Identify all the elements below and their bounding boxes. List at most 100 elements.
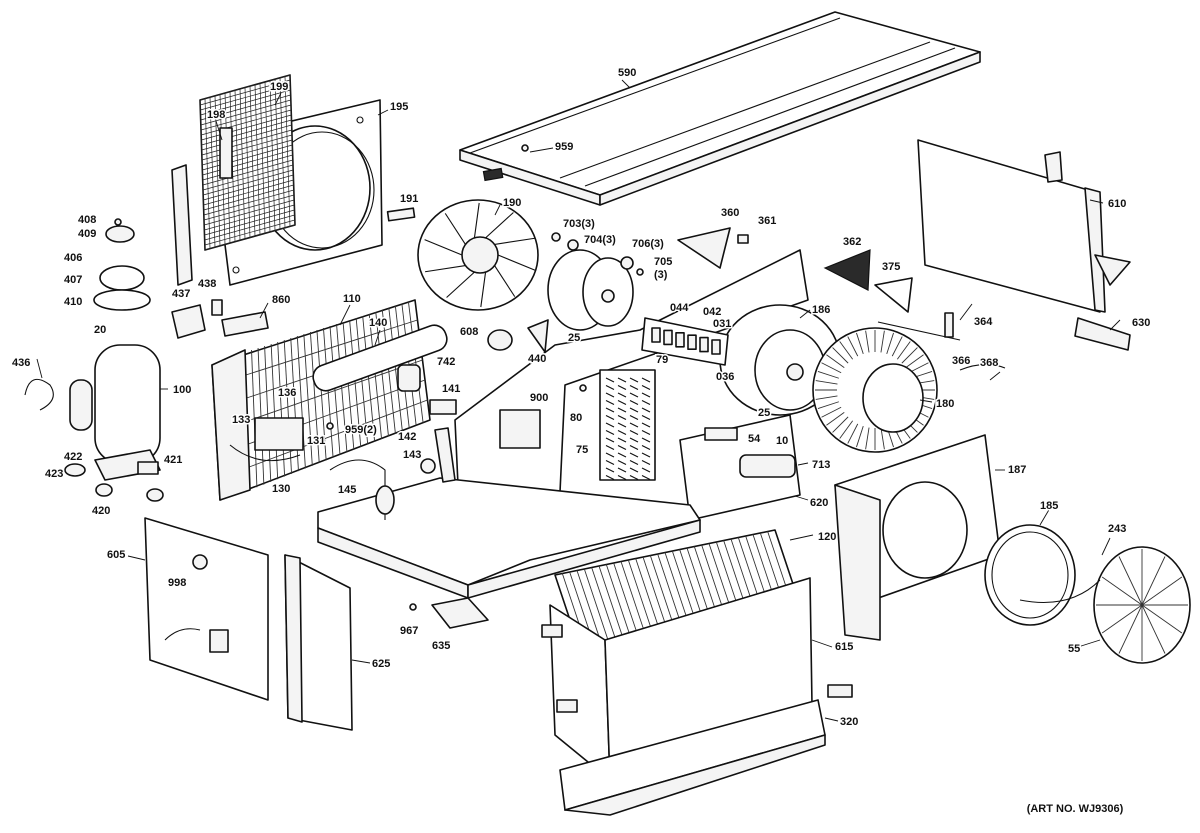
ring-185 — [984, 524, 1076, 626]
thermostat-608 — [487, 329, 513, 351]
label-959: 959 — [555, 141, 573, 153]
label-100: 100 — [173, 384, 191, 396]
label-044: 044 — [670, 302, 689, 314]
panel-625 — [284, 554, 353, 731]
label-141: 141 — [442, 383, 460, 395]
label-421: 421 — [164, 454, 182, 466]
bolt-191 — [386, 207, 416, 222]
heater-75 — [599, 369, 656, 481]
clip-141 — [429, 399, 457, 415]
label-25-top: 25 — [568, 332, 580, 344]
label-900: 900 — [530, 392, 548, 404]
part-143 — [420, 458, 436, 474]
label-440: 440 — [528, 353, 546, 365]
label-423: 423 — [45, 468, 63, 480]
blower-wheel-180 — [812, 327, 938, 453]
bracket-437-438 — [171, 299, 223, 339]
label-79: 79 — [656, 354, 668, 366]
top-cover-590 — [459, 11, 981, 206]
side-strip — [171, 164, 193, 286]
screws-703-704-706 — [551, 232, 644, 276]
label-437: 437 — [172, 288, 190, 300]
label-195: 195 — [390, 101, 408, 113]
part-labels: 590 959 199 198 195 610 191 190 703(3) 7… — [11, 66, 1152, 730]
label-25-mid: 25 — [758, 407, 770, 419]
label-610: 610 — [1108, 198, 1126, 210]
bracket-635 — [431, 597, 489, 629]
blower-panel-187 — [834, 434, 1001, 641]
label-185: 185 — [1040, 500, 1058, 512]
base-pan — [317, 477, 701, 599]
bracket-360 — [677, 227, 731, 269]
label-368: 368 — [980, 357, 998, 369]
label-742: 742 — [437, 356, 455, 368]
label-191: 191 — [400, 193, 418, 205]
fan-motor-25 — [547, 249, 634, 331]
label-706: 706(3) — [632, 238, 664, 250]
label-036: 036 — [716, 371, 734, 383]
label-407: 407 — [64, 274, 82, 286]
label-120: 120 — [818, 531, 836, 543]
cord-436 — [24, 378, 54, 411]
label-364: 364 — [974, 316, 993, 328]
label-362: 362 — [843, 236, 861, 248]
label-705-qty: (3) — [654, 269, 668, 281]
label-243: 243 — [1108, 523, 1126, 535]
evaporator-120 — [554, 529, 796, 651]
tubing-145 — [329, 459, 395, 520]
label-186: 186 — [812, 304, 830, 316]
label-590: 590 — [618, 67, 636, 79]
block-860 — [221, 311, 269, 337]
label-959-2: 959(2) — [345, 424, 377, 436]
label-20: 20 — [94, 324, 106, 336]
label-130: 130 — [272, 483, 290, 495]
label-75: 75 — [576, 444, 588, 456]
control-box-620 — [679, 414, 801, 521]
label-605: 605 — [107, 549, 125, 561]
label-042: 042 — [703, 306, 721, 318]
screen-mesh-199 — [199, 74, 296, 251]
frame-615 — [541, 577, 853, 781]
label-436: 436 — [12, 357, 30, 369]
label-967: 967 — [400, 625, 418, 637]
label-375: 375 — [882, 261, 900, 273]
accumulator-140 — [312, 324, 448, 392]
bracket-142 — [434, 427, 456, 483]
side-panel-610 — [917, 139, 1131, 351]
label-408: 408 — [78, 214, 96, 226]
label-136: 136 — [278, 387, 296, 399]
panel-605 — [144, 517, 269, 701]
switch-block-044 — [641, 317, 729, 366]
label-031: 031 — [713, 318, 731, 330]
label-438: 438 — [198, 278, 216, 290]
filter-362 — [823, 249, 871, 291]
label-10: 10 — [776, 435, 788, 447]
label-320: 320 — [840, 716, 858, 728]
blower-housing-186 — [719, 304, 841, 416]
label-608: 608 — [460, 326, 478, 338]
label-615: 615 — [835, 641, 853, 653]
label-998: 998 — [168, 577, 186, 589]
misc-hardware — [326, 144, 1006, 611]
compressor-100 — [69, 344, 161, 481]
label-409: 409 — [78, 228, 96, 240]
label-198: 198 — [207, 109, 225, 121]
label-80: 80 — [570, 412, 582, 424]
filter-320 — [559, 699, 826, 816]
label-190: 190 — [503, 197, 521, 209]
label-54: 54 — [748, 433, 761, 445]
label-143: 143 — [403, 449, 421, 461]
label-55: 55 — [1068, 643, 1080, 655]
label-705: 705 — [654, 256, 672, 268]
label-142: 142 — [398, 431, 416, 443]
grille-55 — [1019, 546, 1191, 664]
label-140: 140 — [369, 317, 387, 329]
label-860: 860 — [272, 294, 290, 306]
label-110: 110 — [343, 293, 361, 305]
label-625: 625 — [372, 658, 390, 670]
label-133: 133 — [232, 414, 250, 426]
label-180: 180 — [936, 398, 954, 410]
label-410: 410 — [64, 296, 82, 308]
label-360: 360 — [721, 207, 739, 219]
valve-130-131 — [229, 417, 304, 462]
